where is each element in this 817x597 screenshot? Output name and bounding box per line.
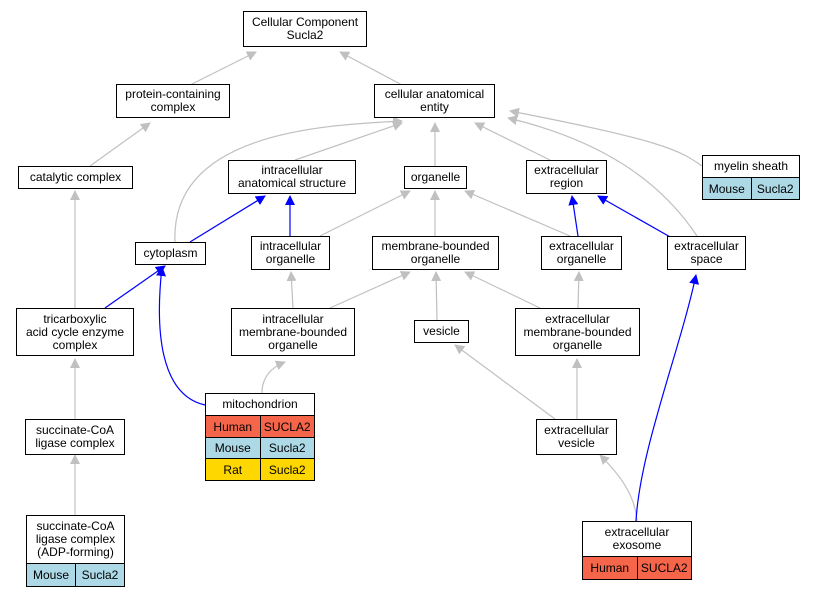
gene-cell: Sucla2 [750, 178, 799, 199]
species-cell: Human [583, 557, 637, 579]
node-extracellular-space[interactable]: extracellular space [667, 236, 746, 270]
edge-extra-membrane-to-membrane-organelle [464, 271, 541, 309]
annotation-row: Human SUCLA2 [206, 415, 314, 437]
node-label: myelin sheath [713, 159, 789, 174]
node-label: succinate-CoA ligase complex (ADP-formin… [35, 519, 116, 560]
node-intracellular-anatomical-structure[interactable]: intracellular anatomical structure [228, 160, 356, 194]
gene-cell: Sucla2 [75, 564, 124, 586]
edge-intracellular-organelle-to-organelle [319, 190, 411, 237]
annotation-row: Human SUCLA2 [583, 556, 691, 579]
node-intracellular-organelle[interactable]: intracellular organelle [251, 236, 330, 270]
gene-cell: Sucla2 [259, 459, 314, 480]
annotation-row: Mouse Sucla2 [27, 563, 124, 586]
edge-exosome-to-extracellular-vesicle [599, 454, 638, 522]
edge-extracellular-region-to-entity [474, 122, 551, 161]
annotation-row: Mouse Sucla2 [703, 177, 799, 199]
edge-myelin-sheath-to-entity [509, 107, 703, 167]
node-label: mitochondrion [222, 397, 298, 412]
gene-cell: Sucla2 [259, 437, 314, 459]
node-vesicle[interactable]: vesicle [414, 320, 469, 343]
gene-cell: SUCLA2 [259, 416, 314, 437]
edge-cytoplasm-to-intracellular-structure [189, 195, 266, 243]
node-succinate-coa-ligase-complex[interactable]: succinate-CoA ligase complex [25, 419, 125, 455]
edge-vesicle-to-membrane-organelle [431, 271, 442, 321]
edge-intracellular-structure-to-entity [294, 121, 403, 161]
species-cell: Rat [206, 459, 260, 480]
node-organelle[interactable]: organelle [404, 166, 467, 189]
edge-exosome-to-extracellular-space [635, 274, 700, 522]
edge-extracellular-space-to-region [597, 195, 673, 239]
gene-cell: SUCLA2 [636, 557, 691, 579]
species-cell: Mouse [703, 178, 751, 199]
node-succinate-coa-ligase-adp-forming[interactable]: succinate-CoA ligase complex (ADP-formin… [26, 515, 125, 587]
node-extracellular-organelle[interactable]: extracellular organelle [541, 236, 622, 270]
node-mitochondrion[interactable]: mitochondrion Human SUCLA2 Mouse Sucla2 … [205, 393, 315, 481]
edge-mitochondrion-to-intra-membrane [261, 360, 286, 394]
node-extracellular-membrane-bounded-organelle[interactable]: extracellular membrane-bounded organelle [515, 308, 640, 356]
edge-mitochondrion-to-cytoplasm [156, 266, 206, 406]
node-intracellular-membrane-bounded-organelle[interactable]: intracellular membrane-bounded organelle [231, 308, 355, 356]
node-label: extracellular exosome [604, 525, 670, 553]
node-extracellular-region[interactable]: extracellular region [526, 160, 607, 194]
edge-anatomical-entity-to-root [339, 51, 403, 86]
node-protein-containing-complex[interactable]: protein-containing complex [116, 84, 230, 118]
edge-catalytic-to-protein-complex [89, 122, 151, 167]
node-tca-enzyme-complex[interactable]: tricarboxylic acid cycle enzyme complex [16, 308, 134, 356]
species-cell: Mouse [27, 564, 75, 586]
edge-extracellular-vesicle-to-vesicle [454, 344, 556, 420]
annotation-row: Rat Sucla2 [206, 458, 314, 480]
edge-tca-to-cytoplasm [104, 265, 166, 309]
node-cellular-anatomical-entity[interactable]: cellular anatomical entity [374, 84, 495, 118]
edge-cytoplasm-to-entity [174, 116, 403, 243]
node-myelin-sheath[interactable]: myelin sheath Mouse Sucla2 [702, 155, 800, 200]
edge-extracellular-organelle-to-region [568, 195, 579, 237]
node-membrane-bounded-organelle[interactable]: membrane-bounded organelle [372, 236, 499, 270]
edge-protein-complex-to-root [189, 51, 257, 86]
node-catalytic-complex[interactable]: catalytic complex [18, 166, 133, 189]
species-cell: Mouse [206, 437, 260, 459]
node-cytoplasm[interactable]: cytoplasm [135, 242, 206, 265]
edge-extracellular-space-to-entity [507, 115, 698, 237]
edge-intra-membrane-to-membrane-organelle [329, 271, 411, 309]
edge-extra-membrane-to-extracellular-organelle [573, 271, 584, 309]
edge-extracellular-organelle-to-organelle [464, 189, 571, 237]
annotation-row: Mouse Sucla2 [206, 436, 314, 459]
edge-intra-membrane-to-intracellular-organelle [286, 271, 297, 309]
node-extracellular-exosome[interactable]: extracellular exosome Human SUCLA2 [582, 521, 692, 580]
species-cell: Human [206, 416, 260, 437]
node-extracellular-vesicle[interactable]: extracellular vesicle [536, 419, 617, 455]
node-cellular-component[interactable]: Cellular Component Sucla2 [243, 11, 367, 47]
